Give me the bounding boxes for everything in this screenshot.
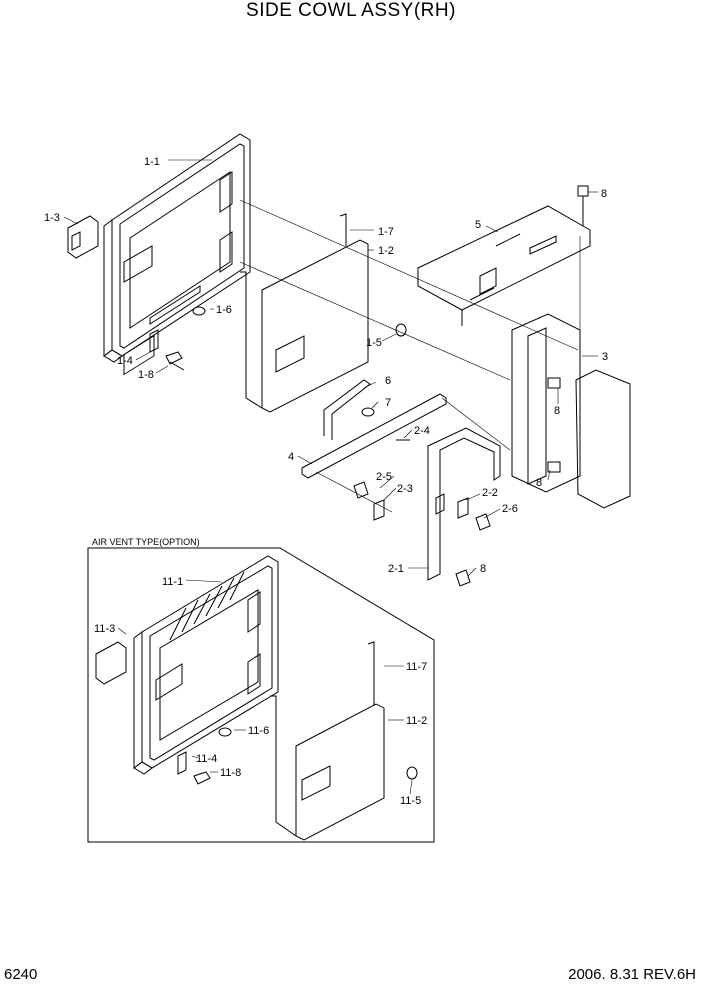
cover-panel-part <box>261 239 369 413</box>
callout-1-8: 1-8 <box>138 369 154 381</box>
callout-3: 3 <box>602 351 608 363</box>
vented-cover-panel-part <box>295 703 385 841</box>
callout-1-7: 1-7 <box>378 226 394 238</box>
callout-1-5: 1-5 <box>366 337 382 349</box>
callout-2-3: 2-3 <box>397 483 413 495</box>
callout-1-6: 1-6 <box>216 304 232 316</box>
callout-11-5: 11-5 <box>400 795 421 807</box>
callout-11-4: 11-4 <box>196 753 217 765</box>
page-number: 6240 <box>4 966 38 983</box>
callout-11-3: 11-3 <box>94 623 115 635</box>
mounting-bracket-part <box>417 205 591 326</box>
callout-1-3: 1-3 <box>44 212 60 224</box>
callout-2-5: 2-5 <box>376 471 392 483</box>
callout-11-2: 11-2 <box>406 715 427 727</box>
revision-date: 2006. 8.31 REV.6H <box>568 966 696 983</box>
callout-8-low: 8 <box>536 477 542 489</box>
callout-2-4: 2-4 <box>414 425 430 437</box>
page-title: SIDE COWL ASSY(RH) <box>246 0 456 21</box>
handle-part <box>323 379 371 440</box>
callout-1-4: 1-4 <box>117 355 133 367</box>
callout-2-6: 2-6 <box>502 503 518 515</box>
callout-2-1: 2-1 <box>388 563 404 575</box>
vented-cowl-frame-part <box>133 555 279 775</box>
callout-6: 6 <box>385 375 391 387</box>
callout-2-2: 2-2 <box>482 487 498 499</box>
option-box-frame <box>87 547 435 843</box>
side-bracket-part <box>511 313 631 509</box>
cowl-frame-part <box>103 133 251 376</box>
lower-bracket-part <box>427 427 501 581</box>
callout-1-1: 1-1 <box>144 156 160 168</box>
callout-5: 5 <box>475 219 481 231</box>
callout-11-7: 11-7 <box>406 661 427 673</box>
rail-part <box>301 393 447 479</box>
callout-11-8: 11-8 <box>220 767 241 779</box>
callout-7: 7 <box>385 397 391 409</box>
option-box-title: AIR VENT TYPE(OPTION) <box>92 537 200 547</box>
callout-8-mid: 8 <box>554 405 560 417</box>
callout-11-1: 11-1 <box>162 576 183 588</box>
latch-part <box>67 215 99 259</box>
callout-1-2: 1-2 <box>378 245 394 257</box>
callout-8-bottom: 8 <box>480 563 486 575</box>
callout-11-6: 11-6 <box>248 725 269 737</box>
callout-4: 4 <box>288 451 294 463</box>
callout-8-top: 8 <box>601 188 607 200</box>
